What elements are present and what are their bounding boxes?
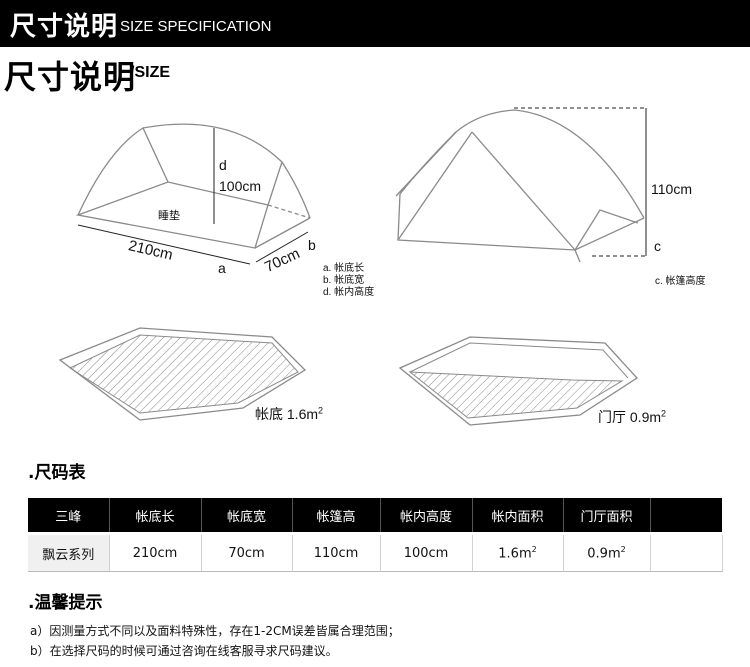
legend-d: d. 帐内高度 [323,287,375,298]
tent-diagrams [58,107,647,426]
tips-title: .温馨提示 [28,593,103,613]
cell-vestibule-area: 0.9m2 [563,535,651,572]
length-letter-a: a [218,260,226,276]
size-table-title: .尺码表 [28,463,86,483]
table-header-row: 三峰 帐底长 帐底宽 帐篷高 帐内高度 帐内面积 门厅面积 [28,498,722,532]
inner-tent-diagram [75,123,311,265]
legend-c: c. 帐篷高度 [655,276,706,287]
height-letter-d: d [219,157,227,173]
cell-width: 70cm [201,535,293,572]
cell-inner-area: 1.6m2 [472,535,564,572]
size-table: 三峰 帐底长 帐底宽 帐篷高 帐内高度 帐内面积 门厅面积 飘云系列 210cm… [28,498,723,572]
header-series: 三峰 [28,498,110,532]
header-tent-height: 帐篷高 [292,498,381,532]
width-letter-b: b [308,237,316,253]
tip-a: a）因测量方式不同以及面料特殊性，存在1-2CM误差皆属合理范围； [30,624,400,638]
floor-area-text: 帐底 1.6m [255,406,319,422]
cell-vestibule-area-sup: 2 [620,544,626,554]
cell-inner-height: 100cm [380,535,473,572]
cell-inner-area-sup: 2 [531,544,537,554]
vestibule-area-text: 门厅 0.9m [598,409,662,425]
vestibule-area-sup: 2 [661,408,667,419]
table-row: 飘云系列 210cm 70cm 110cm 100cm 1.6m2 0.9m2 [28,535,723,572]
cell-series-name: 飘云系列 [28,535,110,572]
header-inner-area: 帐内面积 [472,498,564,532]
floor-area-diagram [58,327,307,421]
header-length: 帐底长 [109,498,202,532]
cell-extra [650,535,723,572]
banner-title-cn: 尺寸说明 [10,12,119,42]
section-heading-en: /SIZE [130,64,171,81]
tent-height-value: 110cm [651,181,692,197]
cell-tent-height: 110cm [292,535,381,572]
legend-b: b. 帐底宽 [323,275,365,286]
floor-area-label: 帐底 1.6m2 [255,404,323,424]
vestibule-area-diagram [398,336,638,426]
cell-length: 210cm [109,535,202,572]
header-width: 帐底宽 [201,498,293,532]
header-inner-height: 帐内高度 [380,498,473,532]
legend-a: a. 帐底长 [323,263,365,274]
header-vestibule-area: 门厅面积 [563,498,651,532]
section-heading: 尺寸说明 [4,58,137,96]
floor-area-sup: 2 [318,405,324,416]
tip-b: b）在选择尺码的时候可通过咨询在线客服寻求尺码建议。 [30,644,338,658]
inner-height-value: 100cm [219,178,262,194]
table-spacer [28,532,722,535]
cell-vestibule-area-value: 0.9m [587,546,621,562]
header-empty [650,498,722,532]
outer-tent-diagram [395,107,647,263]
top-banner: 尺寸说明 SIZE SPECIFICATION [0,0,750,47]
vestibule-area-label: 门厅 0.9m2 [598,407,666,427]
height-letter-c: c [654,238,661,254]
cell-inner-area-value: 1.6m [498,546,532,562]
sleeping-pad-label: 睡垫 [158,209,180,222]
banner-title-en: SIZE SPECIFICATION [120,18,272,35]
